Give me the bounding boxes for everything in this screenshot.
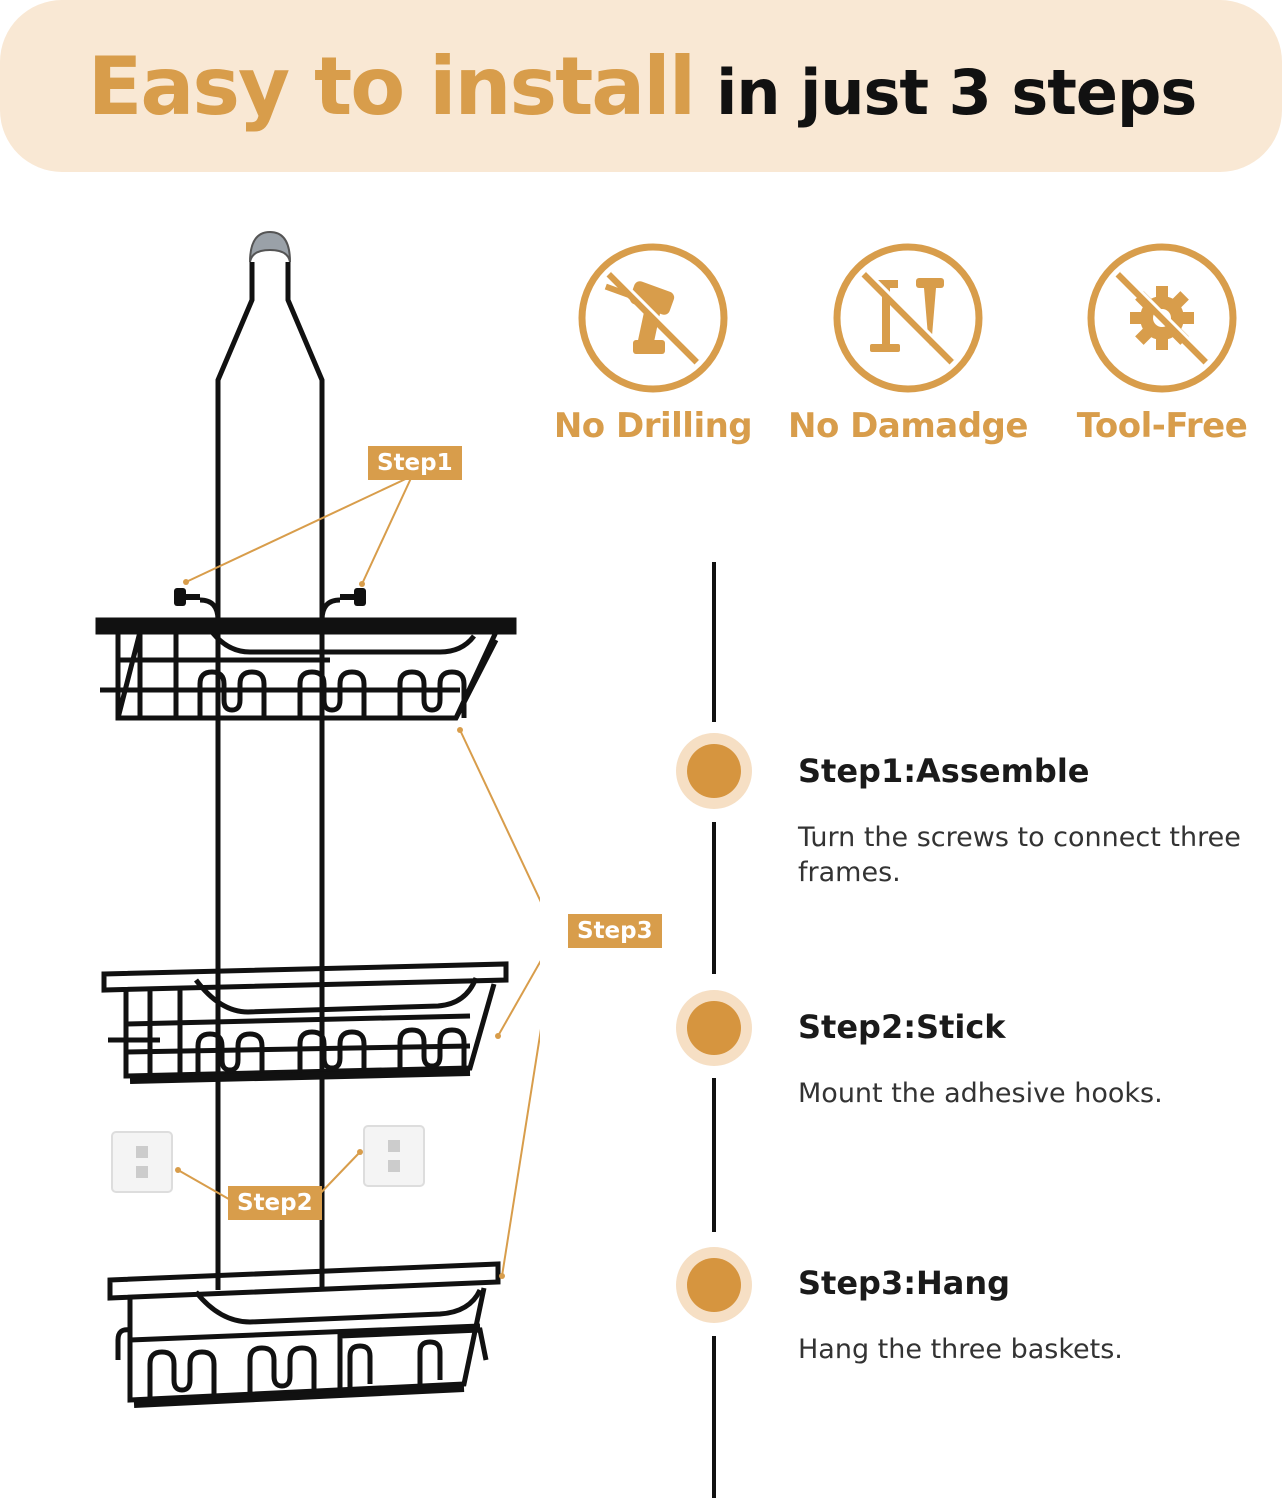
timeline-line <box>712 1336 716 1498</box>
shower-caddy-illustration <box>95 230 540 1408</box>
title-rest: in just 3 steps <box>716 55 1197 129</box>
top-basket <box>95 617 517 721</box>
feature-label: No Damadge <box>788 406 1028 446</box>
middle-basket <box>101 961 509 1084</box>
timeline-line <box>712 822 716 974</box>
page-title: Easy to install in just 3 steps <box>0 0 1284 172</box>
callout-step3: Step3 <box>568 914 662 948</box>
step-title: Step3:Hang <box>798 1264 1011 1302</box>
feature-label: Tool-Free <box>1076 406 1248 446</box>
hook-clip <box>249 230 291 263</box>
no-tools-icon <box>1087 243 1237 393</box>
bottom-basket <box>107 1261 501 1408</box>
timeline-dot <box>676 733 752 809</box>
title-highlight: Easy to install <box>87 39 696 133</box>
timeline-line <box>712 562 716 722</box>
step-description: Turn the screws to connect three frames. <box>798 822 1241 888</box>
adhesive-hooks <box>111 1125 425 1193</box>
step-title: Step2:Stick <box>798 1008 1006 1046</box>
no-drill-icon <box>578 243 728 393</box>
callout-step1: Step1 <box>368 446 462 480</box>
timeline-line <box>712 1078 716 1232</box>
feature-no-drilling: No Drilling <box>533 240 773 446</box>
step-description: Hang the three baskets. <box>798 1334 1123 1365</box>
feature-no-damage: No Damadge <box>788 240 1028 446</box>
feature-label: No Drilling <box>553 406 753 446</box>
step-title: Step1:Assemble <box>798 752 1090 790</box>
callout-step2: Step2 <box>228 1186 322 1220</box>
timeline-dot <box>676 990 752 1066</box>
no-nail-icon <box>833 243 983 393</box>
callout-lines <box>177 475 540 1277</box>
header-banner <box>0 0 1282 172</box>
step-description: Mount the adhesive hooks. <box>798 1078 1163 1109</box>
feature-tool-free: Tool-Free <box>1042 240 1282 446</box>
screws <box>174 588 366 606</box>
timeline-dot <box>676 1247 752 1323</box>
